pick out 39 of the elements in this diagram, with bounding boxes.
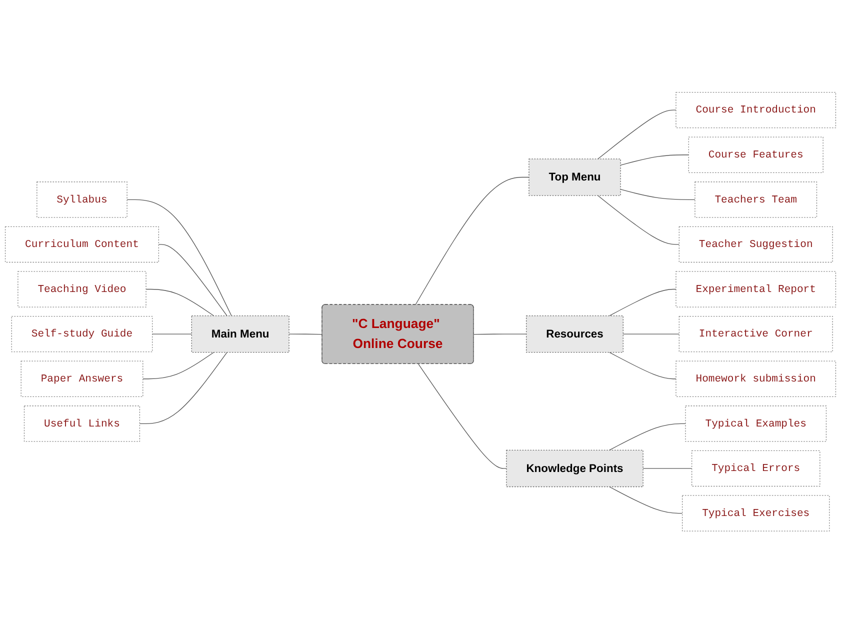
connector bbox=[609, 352, 676, 380]
connector bbox=[620, 154, 689, 166]
connector bbox=[620, 188, 696, 200]
connector bbox=[609, 288, 676, 316]
node-box bbox=[20, 360, 144, 397]
node-box bbox=[685, 405, 827, 442]
node-box bbox=[24, 405, 140, 442]
node-box bbox=[4, 226, 160, 262]
node-box bbox=[691, 450, 820, 486]
node-box bbox=[688, 136, 824, 173]
connector bbox=[609, 486, 683, 514]
node-box bbox=[18, 270, 146, 308]
connector bbox=[415, 176, 530, 305]
connector bbox=[474, 334, 527, 335]
node-box bbox=[36, 181, 128, 218]
connector bbox=[158, 244, 228, 316]
connector bbox=[126, 199, 232, 316]
node-box bbox=[528, 158, 621, 196]
node-box bbox=[676, 270, 836, 308]
node-box bbox=[676, 360, 836, 397]
connector bbox=[609, 423, 686, 450]
node-box bbox=[694, 181, 818, 218]
connector bbox=[146, 288, 214, 316]
node-box bbox=[676, 92, 836, 128]
node-box bbox=[678, 226, 833, 262]
connector bbox=[288, 334, 323, 335]
connector bbox=[142, 352, 214, 380]
node-box bbox=[678, 316, 833, 352]
mind-map: "C Language" Online Course Main Menu Syllabus Curriculum Content Teaching Video Self-study Guide Paper Answers Useful Links Top Menu Course Introduction Course Features Teachers Team Teacher Suggestion Resources Experimental Report Interactive Corner Homework submission Knowledge Points Typical Examples Typical Errors Typical Exercises bbox=[0, 86, 841, 536]
node-box bbox=[526, 315, 624, 352]
node-box bbox=[506, 450, 644, 487]
node-box bbox=[11, 316, 153, 352]
connector bbox=[597, 110, 676, 160]
connector bbox=[642, 468, 692, 469]
node-box bbox=[682, 494, 830, 532]
connector bbox=[418, 364, 507, 469]
node-box bbox=[191, 315, 290, 352]
connector bbox=[597, 195, 680, 245]
connector bbox=[139, 352, 228, 424]
